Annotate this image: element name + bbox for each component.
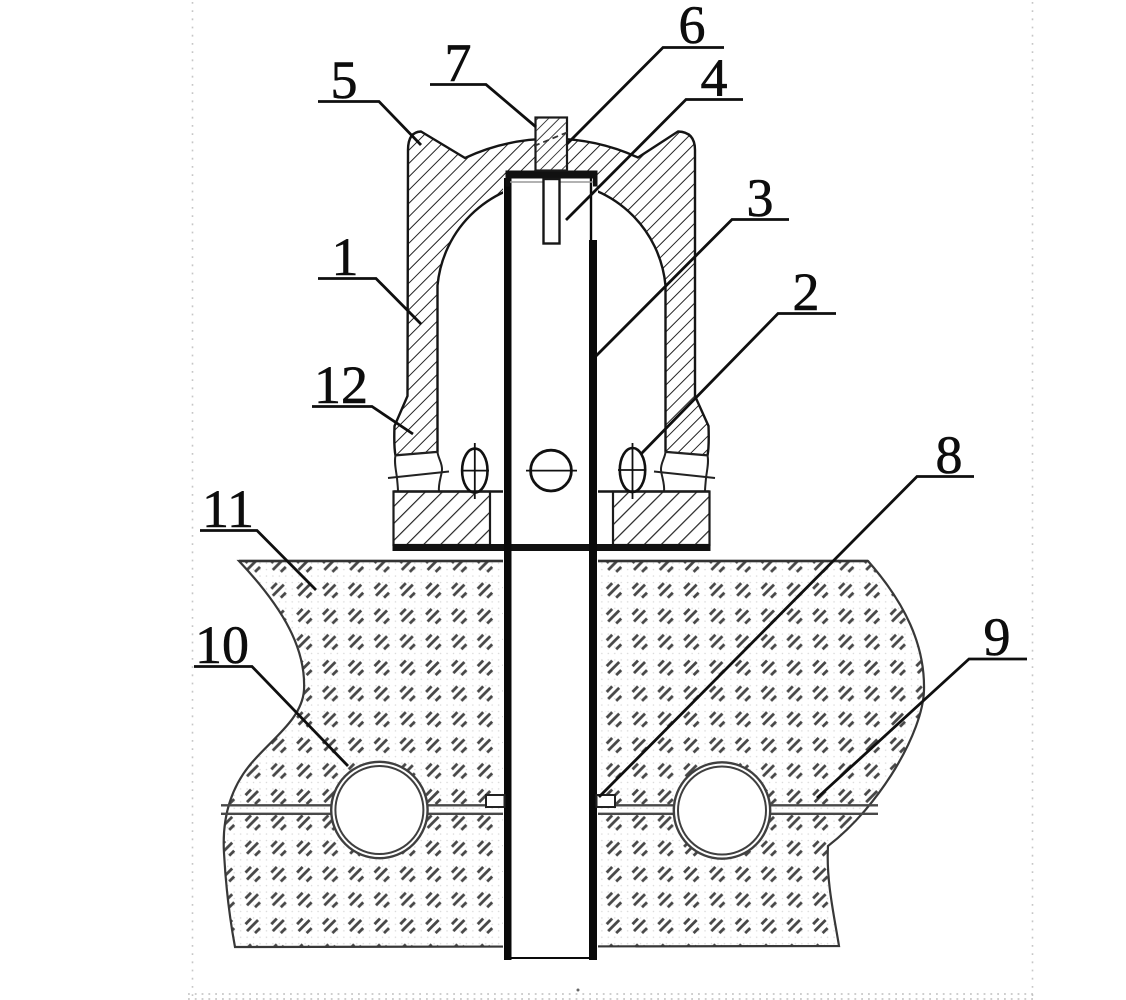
svg-text:5: 5 (331, 50, 358, 110)
svg-text:8: 8 (936, 425, 963, 485)
svg-text:7: 7 (445, 33, 472, 93)
svg-text:3: 3 (747, 168, 774, 228)
svg-text:1: 1 (332, 227, 359, 287)
svg-text:4: 4 (701, 48, 728, 108)
svg-text:12: 12 (314, 355, 368, 415)
svg-text:6: 6 (679, 0, 706, 55)
svg-text:9: 9 (984, 607, 1011, 667)
svg-text:11: 11 (202, 479, 254, 539)
svg-text:10: 10 (195, 615, 249, 675)
svg-text:2: 2 (793, 262, 820, 322)
